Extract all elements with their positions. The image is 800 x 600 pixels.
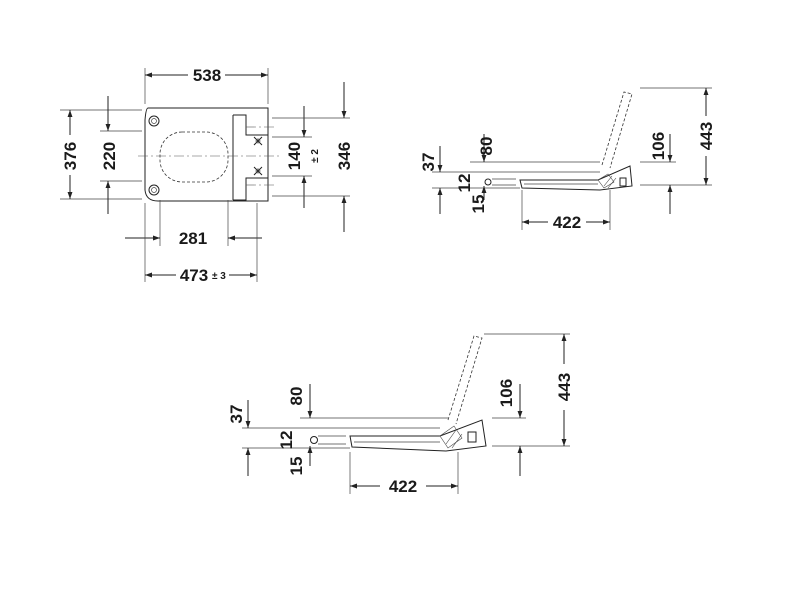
dim-12-small: 12	[455, 174, 474, 193]
lid-raised-small	[601, 91, 633, 169]
seat-body-small	[519, 165, 633, 191]
dim-422-small: 422	[553, 213, 581, 232]
dim-106-large: 106	[497, 379, 516, 407]
fixing-hole-bottom	[148, 184, 160, 196]
fixing-hole-top	[148, 115, 160, 127]
dim-140-tolerance: ± 2	[310, 149, 321, 163]
dim-443-small: 443	[697, 122, 716, 150]
hinge-cover-outline	[232, 114, 268, 201]
dim-220: 220	[100, 142, 119, 170]
dim-15-large: 15	[287, 457, 306, 476]
dim-281: 281	[179, 229, 207, 248]
dim-106-small: 106	[649, 132, 668, 160]
side-view-large: 37 80 12 15 422 106 443	[227, 333, 574, 496]
hinge-marker-top	[253, 136, 263, 146]
seat-opening	[159, 131, 229, 183]
dim-37-small: 37	[419, 153, 438, 172]
dim-473: 473	[180, 266, 208, 285]
dim-422-large: 422	[389, 477, 417, 496]
dim-80-large: 80	[287, 387, 306, 406]
dim-15-small: 15	[469, 195, 488, 214]
dim-80-small: 80	[477, 137, 496, 156]
lid-raised-large	[447, 335, 483, 425]
seat-outline	[144, 107, 269, 202]
dim-12-large: 12	[277, 431, 296, 450]
dim-37-large: 37	[227, 405, 246, 424]
hinge-marker-bottom	[253, 166, 263, 176]
dim-443-large: 443	[555, 373, 574, 401]
seat-body-large	[349, 419, 487, 452]
dim-376: 376	[61, 142, 80, 170]
dim-346: 346	[335, 142, 354, 170]
dim-538: 538	[193, 66, 221, 85]
dim-473-tolerance: ± 3	[212, 271, 226, 282]
side-view-small: 37 80 12 15 422 106 443	[419, 87, 716, 232]
top-view: 538 376 220 140 ± 2 346 281	[60, 66, 354, 285]
dim-140: 140	[285, 142, 304, 170]
